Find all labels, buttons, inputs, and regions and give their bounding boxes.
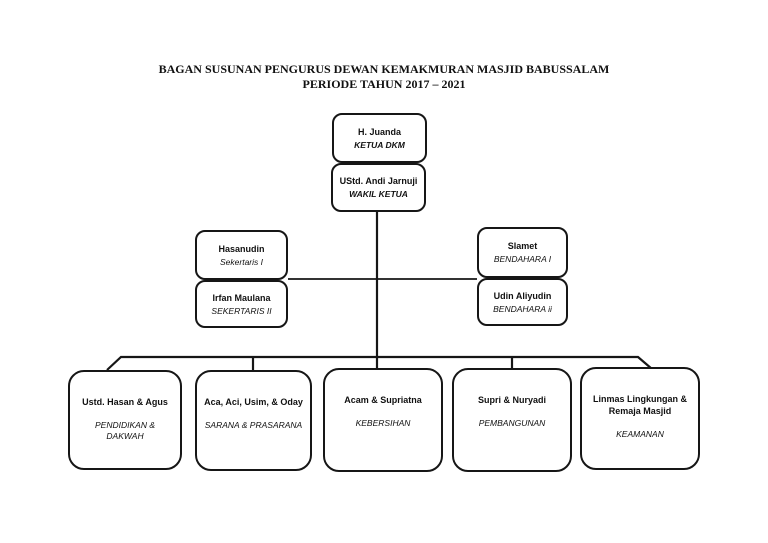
node-name: Acam & Supriatna xyxy=(344,395,422,405)
node-divisi-kebersihan: Acam & Supriatna KEBERSIHAN xyxy=(323,368,443,472)
node-role: KEBERSIHAN xyxy=(355,418,411,428)
node-divisi-pembangunan: Supri & Nuryadi PEMBANGUNAN xyxy=(452,368,572,472)
node-sekretaris-2: Irfan Maulana SEKERTARIS II xyxy=(195,280,288,328)
node-role: PENDIDIKAN & DAKWAH xyxy=(95,420,155,441)
node-name: UStd. Andi Jarnuji xyxy=(339,176,418,186)
node-role: PEMBANGUNAN xyxy=(478,418,546,428)
node-role: KETUA DKM xyxy=(354,139,405,150)
node-role: BENDAHARA I xyxy=(493,254,552,264)
chart-title: BAGAN SUSUNAN PENGURUS DEWAN KEMAKMURAN … xyxy=(0,62,768,92)
node-bendahara-2: Udin Aliyudin BENDAHARA ii xyxy=(477,278,568,326)
node-role: BENDAHARA ii xyxy=(493,303,552,314)
node-name: H. Juanda xyxy=(357,126,401,137)
node-bendahara-1: Slamet BENDAHARA I xyxy=(477,227,568,278)
node-divisi-keamanan: Linmas Lingkungan & Remaja Masjid KEAMAN… xyxy=(580,367,700,470)
chart-title-line2: PERIODE TAHUN 2017 – 2021 xyxy=(302,77,466,91)
node-ketua-dkm: H. Juanda KETUA DKM xyxy=(332,113,427,163)
node-name: Udin Aliyudin xyxy=(493,290,552,301)
chart-title-line1: BAGAN SUSUNAN PENGURUS DEWAN KEMAKMURAN … xyxy=(158,62,610,76)
node-sekretaris-1: Hasanudin Sekertaris I xyxy=(195,230,288,280)
node-name: Supri & Nuryadi xyxy=(477,395,546,405)
node-role: WAKIL KETUA xyxy=(349,189,408,199)
node-name: Slamet xyxy=(507,241,538,251)
node-role: SARANA & PRASARANA xyxy=(204,420,303,430)
node-name: Hasanudin xyxy=(218,243,265,254)
node-role: Sekertaris I xyxy=(220,256,263,267)
node-divisi-pendidikan-dakwah: Ustd. Hasan & Agus PENDIDIKAN & DAKWAH xyxy=(68,370,182,470)
node-name: Irfan Maulana xyxy=(212,292,271,303)
node-role: KEAMANAN xyxy=(616,429,664,439)
node-name: Ustd. Hasan & Agus xyxy=(82,397,168,407)
node-wakil-ketua: UStd. Andi Jarnuji WAKIL KETUA xyxy=(331,163,426,212)
node-role: SEKERTARIS II xyxy=(211,305,272,316)
node-name: Linmas Lingkungan & Remaja Masjid xyxy=(592,394,687,416)
node-divisi-sarana-prasarana: Aca, Aci, Usim, & Oday SARANA & PRASARAN… xyxy=(195,370,312,471)
node-name: Aca, Aci, Usim, & Oday xyxy=(204,397,303,407)
